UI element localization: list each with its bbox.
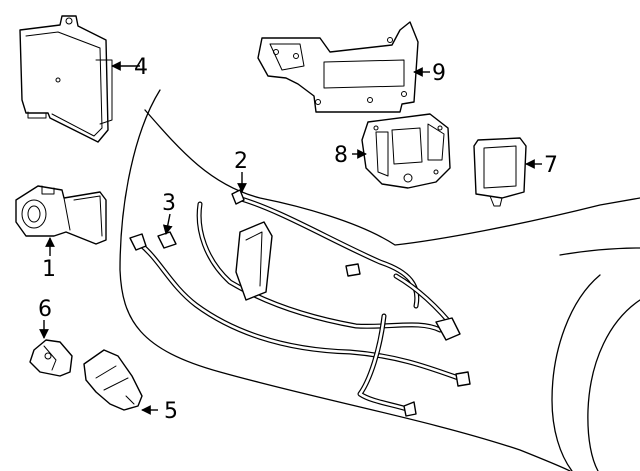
callout-7: 7 <box>544 153 558 178</box>
callout-2: 2 <box>234 149 248 174</box>
part-8-sensor-unit <box>361 113 451 189</box>
callout-9: 9 <box>432 61 446 86</box>
callout-8: 8 <box>334 143 348 168</box>
part-1-parking-sensor <box>15 185 107 245</box>
part-5-sensor <box>83 349 143 411</box>
part-9-bracket <box>257 21 419 113</box>
part-4-control-module <box>19 15 113 143</box>
part-6-retainer <box>29 339 73 377</box>
callout-5: 5 <box>164 399 178 424</box>
callout-1: 1 <box>42 257 56 282</box>
callout-6: 6 <box>38 297 52 322</box>
callout-4: 4 <box>134 55 148 80</box>
part-7-module <box>473 137 527 207</box>
wiring-harness <box>129 189 471 417</box>
callout-3: 3 <box>162 191 176 216</box>
vehicle-body-outline <box>119 89 640 471</box>
